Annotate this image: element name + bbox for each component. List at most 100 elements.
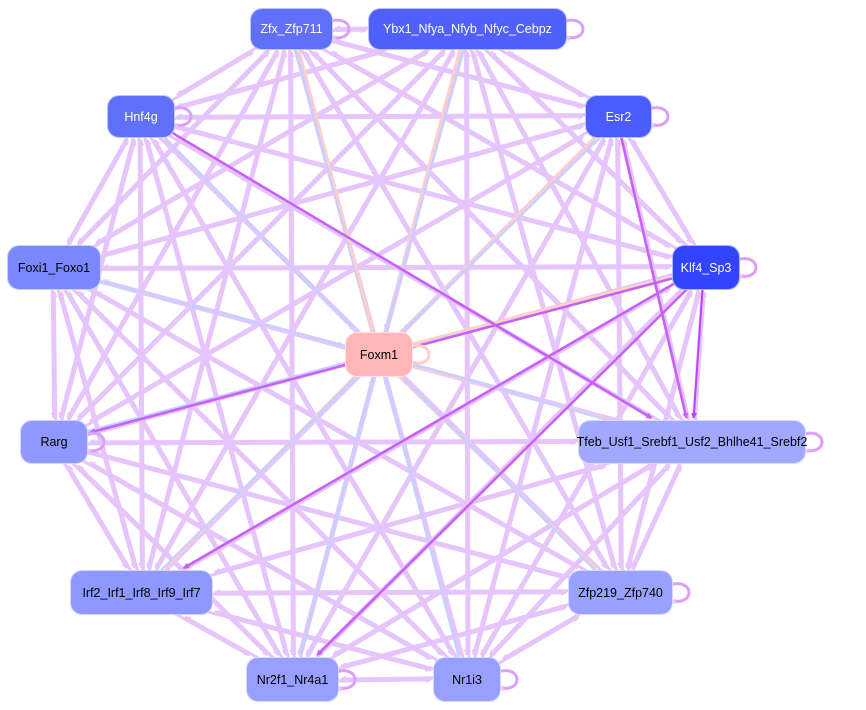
edge-zfx-foxi1	[77, 26, 292, 245]
edge-rarg-nr2f1	[51, 442, 269, 657]
node-label: Foxm1	[359, 347, 399, 362]
edge-rarg-nr1i3	[52, 442, 432, 661]
node-label: Esr2	[605, 109, 632, 124]
node-nr1i3[interactable]: Nr1i3	[433, 657, 501, 702]
edge-esr2-foxm1	[403, 117, 621, 331]
node-tfeb[interactable]: Tfeb_Usf1_Srebf1_Usf2_Bhlhe41_Srebf2	[576, 420, 808, 464]
edge-zfp219-rarg	[89, 449, 622, 593]
edge-ybx1-klf4	[465, 29, 683, 245]
node-irf2[interactable]: Irf2_Irf1_Irf8_Irf9_Irf7	[70, 570, 213, 615]
self-loop-hnf4g	[172, 106, 193, 129]
node-rarg[interactable]: Rarg	[20, 420, 88, 464]
edge-rarg-foxi1	[51, 291, 58, 443]
edge-foxi1-foxm1	[53, 268, 344, 347]
edge-nr2f1-hnf4g	[145, 139, 296, 680]
edge-foxi1-zfx	[54, 50, 270, 270]
edge-klf4-zfp219	[625, 266, 706, 569]
edge-nr1i3-tfeb	[467, 464, 671, 682]
edge-nr1i3-irf2	[214, 610, 468, 680]
edge-ybx1-tfeb	[464, 29, 681, 419]
edge-foxi1-esr2	[54, 124, 584, 271]
edge-nr1i3-rarg	[89, 461, 469, 680]
self-loop-rarg	[85, 431, 106, 455]
edge-rarg-esr2	[54, 135, 584, 446]
edge-esr2-hnf4g	[176, 113, 619, 120]
edge-tfeb-nr2f1	[332, 438, 692, 657]
edge-esr2-zfp219	[615, 116, 624, 569]
edge-zfx-klf4	[289, 29, 671, 249]
edge-zfp219-ybx1	[472, 51, 624, 593]
edge-rarg-zfp219	[53, 442, 567, 580]
edge-hnf4g-nr2f1	[137, 116, 288, 656]
node-label: Zfx_Zfp711	[260, 22, 323, 36]
edge-foxi1-nr2f1	[50, 267, 280, 656]
self-loop-esr2	[649, 106, 670, 129]
node-label: Tfeb_Usf1_Srebf1_Usf2_Bhlhe41_Srebf2	[576, 435, 808, 449]
edge-foxi1-klf4	[53, 264, 671, 271]
edge-esr2-klf4	[615, 116, 693, 244]
edge-rarg-hnf4g	[54, 139, 137, 443]
edge-ybx1-foxi1	[95, 25, 468, 245]
self-loop-nr1i3	[498, 669, 519, 692]
node-label: Rarg	[40, 435, 68, 449]
node-zfx[interactable]: Zfx_Zfp711	[250, 8, 333, 50]
edge-zfp219-irf2	[214, 589, 621, 596]
edge-irf2-ybx1	[141, 51, 456, 595]
edge-irf2-hnf4g	[138, 139, 145, 593]
node-klf4[interactable]: Klf4_Sp3	[672, 245, 740, 290]
edge-hnf4g-esr2	[140, 113, 584, 120]
edge-irf2-foxm1	[139, 378, 356, 592]
self-loop-nr2f1	[336, 669, 357, 692]
edge-zfp219-foxm1	[402, 378, 620, 595]
node-label: Ybx1_Nfya_Nfyb_Nfyc_Cebpz	[383, 22, 552, 36]
edge-nr1i3-hnf4g	[153, 139, 471, 680]
edge-nr1i3-klf4	[467, 291, 694, 682]
node-label: Nr2f1_Nr4a1	[256, 672, 329, 687]
edge-nr1i3-foxm1	[383, 378, 467, 681]
node-label: Hnf4g	[124, 109, 158, 124]
edge-zfx-foxm1	[292, 28, 375, 331]
edge-nr2f1-foxm1	[293, 378, 375, 681]
edge-nr2f1-foxi1	[67, 291, 296, 680]
edge-klf4-tfeb	[690, 267, 706, 419]
edge-foxi1-irf2	[50, 267, 137, 569]
node-label: Zfp219_Zfp740	[578, 585, 663, 600]
node-label: Foxi1_Foxo1	[17, 260, 91, 275]
edge-irf2-tfeb	[141, 464, 607, 596]
node-esr2[interactable]: Esr2	[585, 95, 652, 138]
edge-esr2-foxi1	[102, 113, 619, 256]
self-loop-foxm1	[410, 344, 431, 367]
edge-nr1i3-ybx1	[464, 51, 471, 680]
self-loop-tfeb	[803, 431, 824, 455]
self-loop-zfp219	[670, 582, 691, 605]
edge-ybx1-foxm1	[384, 29, 471, 331]
edge-klf4-ybx1	[489, 50, 709, 268]
edge-foxm1-klf4	[378, 275, 671, 354]
node-zfp219[interactable]: Zfp219_Zfp740	[568, 570, 673, 615]
node-nr2f1[interactable]: Nr2f1_Nr4a1	[246, 657, 339, 702]
self-loop-klf4	[737, 257, 758, 280]
edge-klf4-nr2f1	[316, 268, 709, 656]
edge-esr2-nr1i3	[471, 115, 619, 656]
edge-nr2f1-tfeb	[292, 464, 653, 683]
edge-hnf4g-klf4	[140, 116, 671, 260]
self-loop-zfx	[330, 18, 351, 42]
edge-foxi1-ybx1	[54, 50, 429, 271]
node-ybx1[interactable]: Ybx1_Nfya_Nfyb_Nfyc_Cebpz	[368, 8, 567, 50]
edge-rarg-foxm1	[53, 362, 344, 442]
edge-esr2-tfeb	[615, 116, 689, 419]
edge-irf2-zfx	[141, 51, 288, 594]
edge-hnf4g-nr1i3	[137, 116, 455, 656]
edge-klf4-irf2	[182, 264, 706, 570]
edge-hnf4g-foxm1	[141, 114, 356, 331]
node-foxi1[interactable]: Foxi1_Foxo1	[7, 245, 101, 290]
node-foxm1[interactable]: Foxm1	[345, 332, 413, 377]
self-loop-ybx1	[564, 18, 585, 42]
edge-hnf4g-tfeb	[141, 113, 653, 420]
node-label: Nr1i3	[452, 672, 482, 687]
edge-rarg-tfeb	[53, 439, 577, 446]
edge-esr2-nr2f1	[305, 114, 619, 656]
node-hnf4g[interactable]: Hnf4g	[107, 95, 175, 138]
edge-ybx1-zfp219	[464, 29, 616, 569]
node-label: Irf2_Irf1_Irf8_Irf9_Irf7	[82, 585, 201, 600]
